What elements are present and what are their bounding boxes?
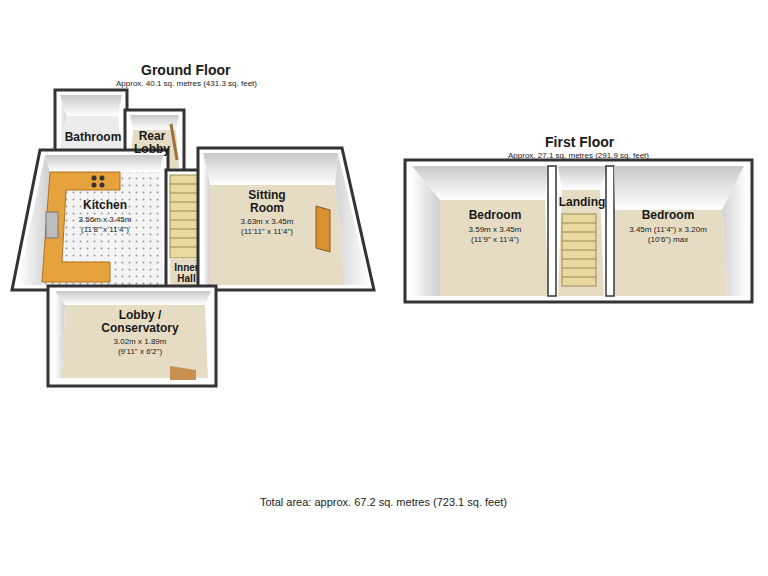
room-name: Inner Hall (170, 262, 203, 284)
room-label: Inner Hall (168, 260, 205, 286)
room-label: Kitchen 3.56m x 3.45m (11'8" x 11'4") (52, 194, 158, 240)
ground-floor-plan (62, 305, 208, 378)
room-name: Kitchen (83, 199, 127, 212)
ground-floor-plan (46, 212, 58, 238)
room-dimensions: 3.63m x 3.45m (11'11" x 11'4") (229, 217, 305, 237)
ground-floor-plan (12, 150, 168, 290)
ground-floor-plan (12, 90, 374, 386)
room-label: Landing (557, 195, 608, 211)
ground-floor-plan (316, 206, 330, 252)
room-label: Lobby / Conservatory3.02m x 1.89m (9'11"… (78, 308, 202, 359)
ground-floor-plan (203, 153, 210, 285)
floor-area-note: Approx. 27.1 sq. metres (291.9 sq. feet) (508, 151, 649, 160)
first-floor-plan (606, 166, 614, 296)
ground-floor-plan (198, 148, 374, 290)
first-floor-plan (562, 223, 596, 277)
room-name: Bathroom (65, 131, 122, 144)
room-label: Bathroom (60, 129, 126, 147)
ground-floor-plan (210, 185, 345, 285)
first-floor-plan (562, 277, 596, 278)
room-label: Bedroom 3.59m x 3.45m (11'9" x 11'4") (446, 208, 544, 246)
ground-floor-plan (100, 183, 105, 188)
room-dimensions: 3.45m (11'4") x 3.20m (10'6") max (627, 225, 709, 245)
floor-heading: First Floor (545, 134, 614, 150)
first-floor-plan (562, 268, 596, 269)
ground-floor-plan (42, 172, 163, 285)
room-label: Sitting Room3.63m x 3.45m (11'11" x 11'4… (215, 184, 319, 242)
ground-floor-plan (55, 291, 211, 305)
room-label: Rear Lobby (127, 128, 177, 158)
ground-floor-plan (48, 286, 216, 386)
room-dimensions: 3.59m x 3.45m (11'9" x 11'4") (459, 225, 531, 245)
ground-floor-plan (60, 116, 122, 149)
first-floor-plan (410, 166, 440, 296)
floor-heading: Ground Floor (141, 62, 230, 78)
first-floor-plan (558, 166, 608, 190)
first-floor-plan (615, 210, 728, 296)
room-name: Sitting Room (237, 189, 297, 215)
first-floor-plan (562, 214, 596, 286)
first-floor-plan (562, 259, 596, 260)
room-name: Rear Lobby (130, 130, 174, 156)
total-area-caption: Total area: approx. 67.2 sq. metres (723… (260, 496, 507, 508)
ground-floor-plan (60, 95, 122, 116)
first-floor-plan (562, 223, 596, 224)
first-floor-plan (562, 241, 596, 242)
room-name: Landing (559, 196, 606, 209)
first-floor-plan (562, 232, 596, 233)
first-floor-plan (440, 200, 548, 296)
first-floor-plan (548, 166, 556, 296)
first-floor-plan (614, 166, 744, 210)
room-dimensions: 3.02m x 1.89m (9'11" x 6'2") (104, 337, 176, 357)
ground-floor-plan (203, 153, 338, 185)
floor-area-note: Approx. 40.1 sq. metres (431.3 sq. feet) (116, 79, 257, 88)
ground-floor-plan (100, 176, 105, 181)
ground-floor-plan (170, 366, 196, 380)
first-floor-plan (405, 160, 752, 302)
room-name: Bedroom (469, 209, 522, 222)
ground-floor-plan (92, 183, 97, 188)
ground-floor-plan (171, 124, 177, 160)
ground-floor-plan (92, 176, 97, 181)
ground-floor-plan (45, 155, 163, 172)
room-label: Bedroom 3.45m (11'4") x 3.20m (10'6") max (616, 208, 720, 246)
room-dimensions: 3.56m x 3.45m (11'8" x 11'4") (69, 215, 141, 235)
first-floor-plan (405, 160, 752, 302)
room-name: Bedroom (642, 209, 695, 222)
first-floor-plan (562, 250, 596, 251)
ground-floor-plan (55, 90, 127, 152)
room-name: Lobby / Conservatory (90, 309, 190, 335)
